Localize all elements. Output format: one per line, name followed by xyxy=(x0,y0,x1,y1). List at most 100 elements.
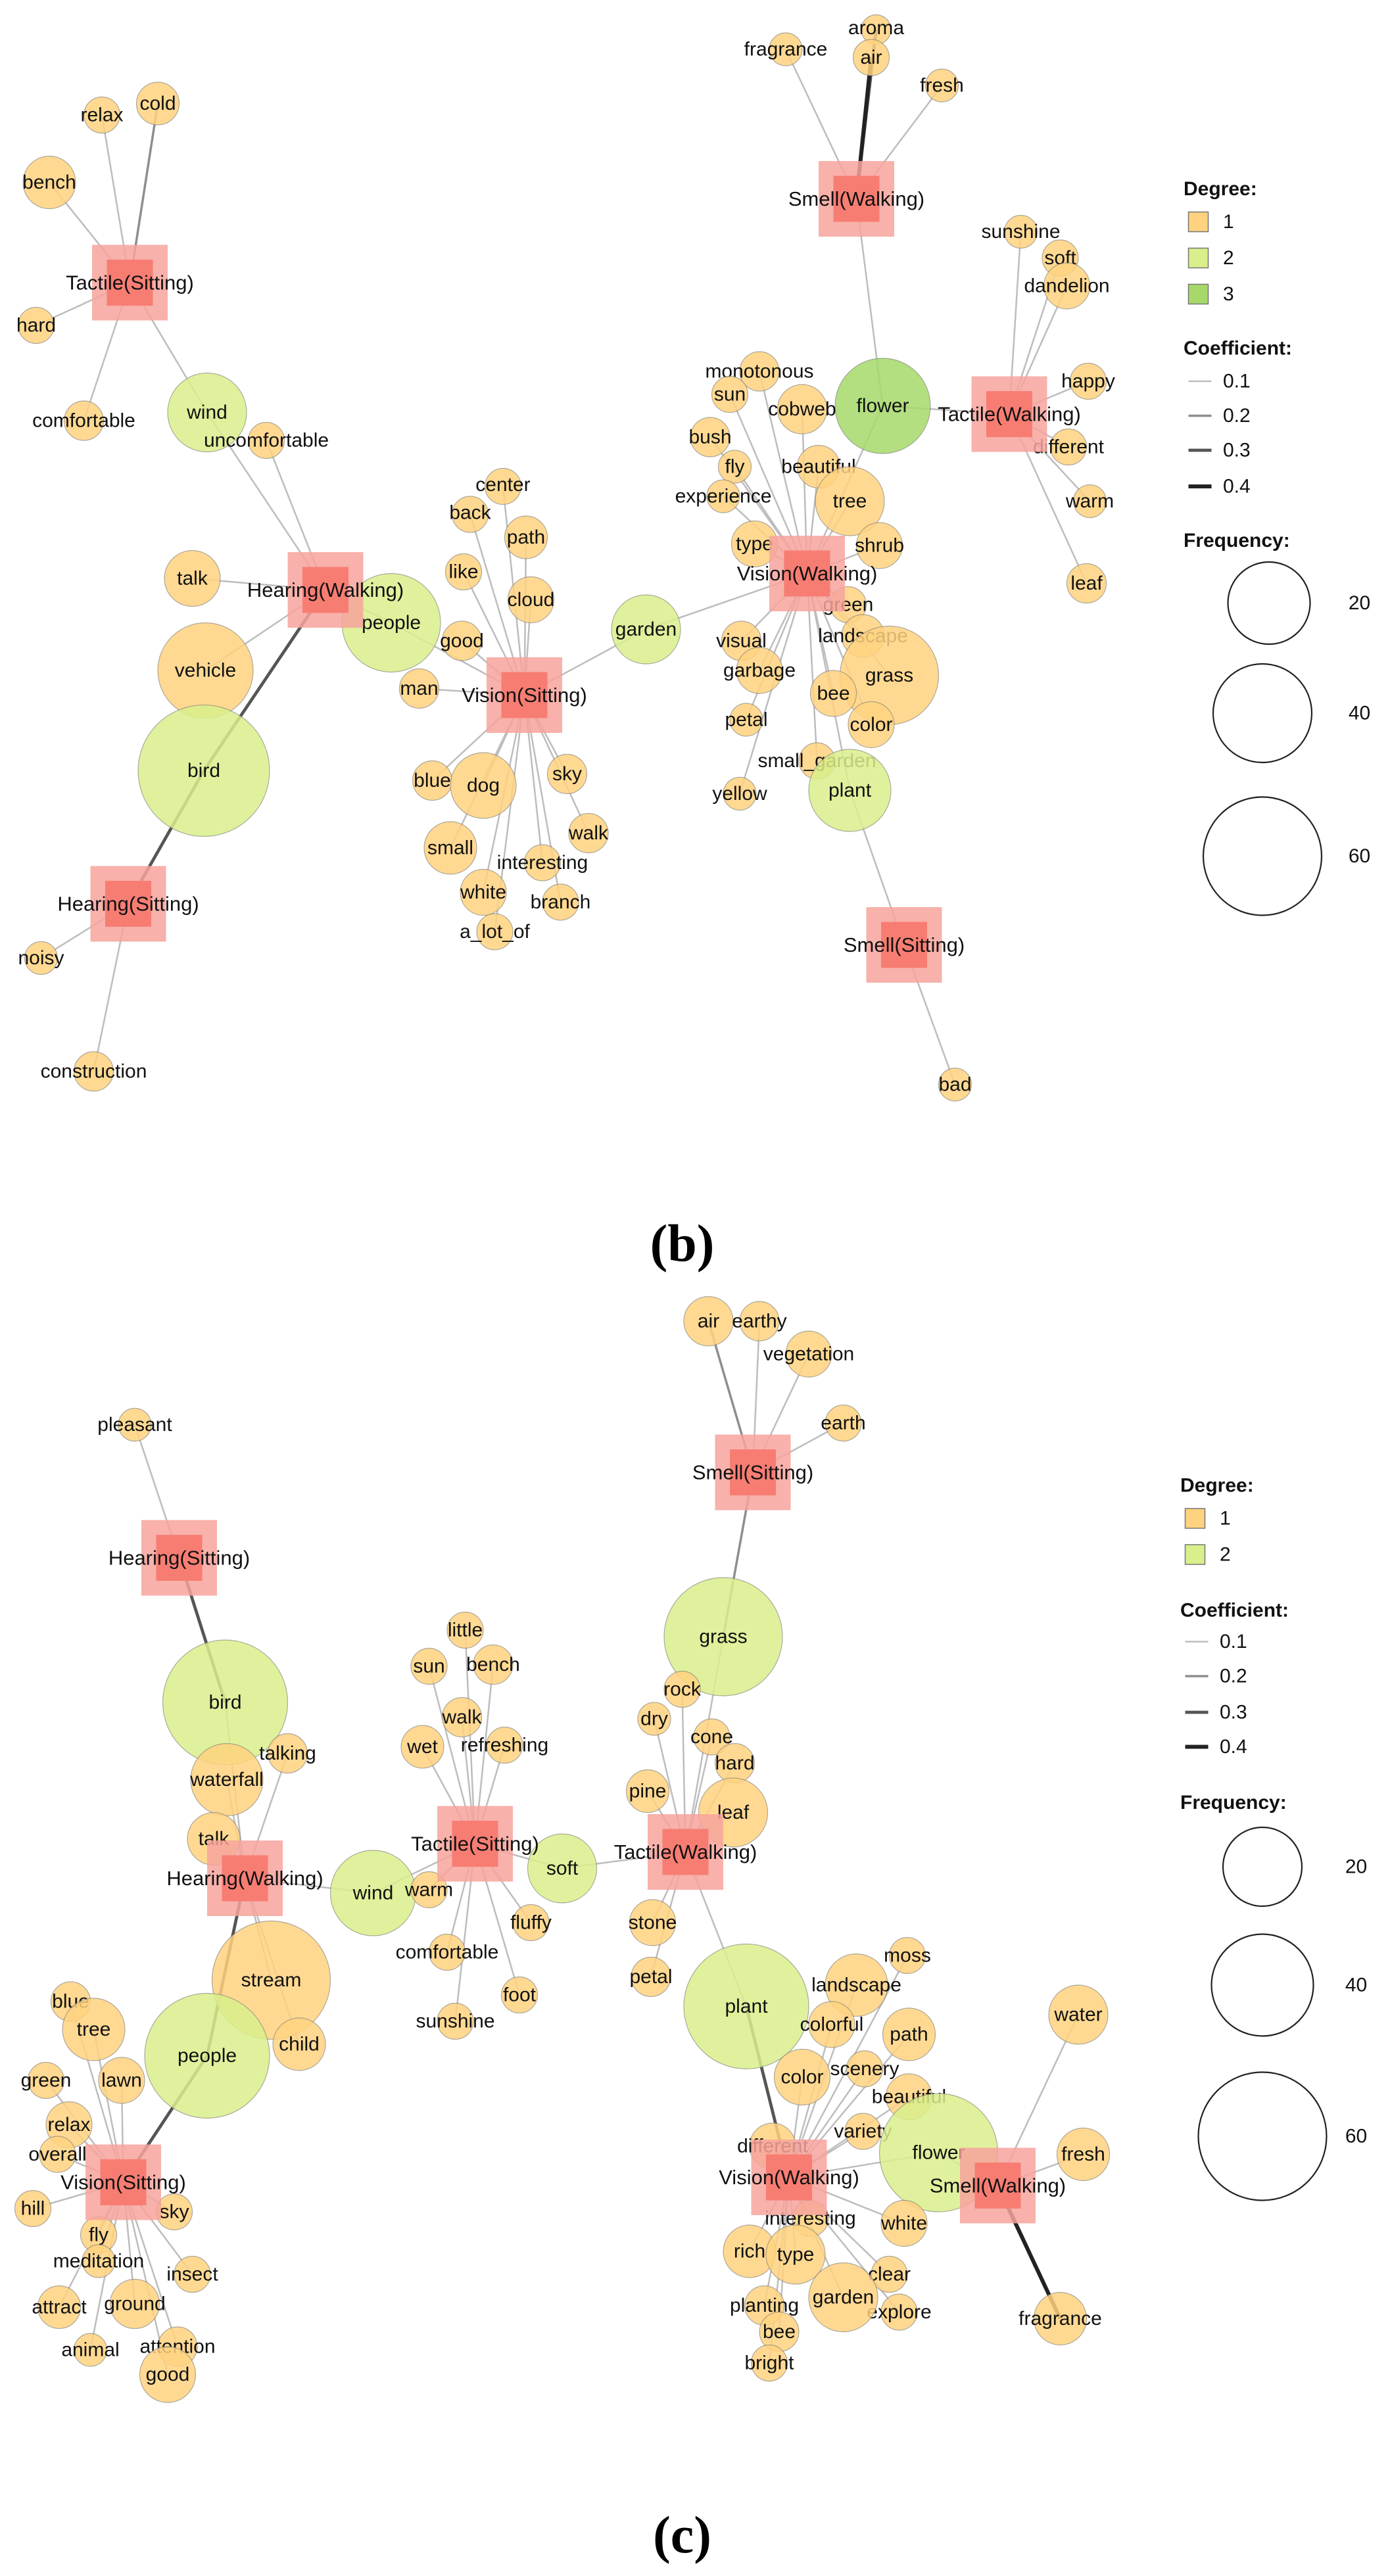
node-label: petal xyxy=(629,1966,672,1988)
node-label: small xyxy=(427,837,473,859)
node-pleasant: pleasant xyxy=(97,1407,172,1442)
node-circle xyxy=(739,351,780,392)
node-circle xyxy=(14,2190,52,2228)
node-circle xyxy=(24,941,59,975)
node-circle xyxy=(174,2255,211,2293)
node-label: plant xyxy=(828,780,872,801)
node-circle xyxy=(1003,214,1038,249)
category-square-inner xyxy=(100,2159,147,2205)
node-label: relax xyxy=(47,2114,90,2136)
node-experience: experience xyxy=(675,479,771,513)
node-circle xyxy=(834,358,931,454)
legend-degree-swatch xyxy=(1187,211,1209,233)
node-label: sun xyxy=(413,1656,444,1677)
node-label: meditation xyxy=(53,2251,144,2272)
category-label: Tactile(Sitting) xyxy=(66,271,194,294)
node-sun: sun xyxy=(410,1647,448,1685)
node-people: people xyxy=(144,1992,270,2119)
node-circle xyxy=(1069,362,1107,400)
node-refreshing: refreshing xyxy=(461,1726,548,1764)
node-circle xyxy=(683,1296,734,1347)
node-label: garden xyxy=(813,2287,874,2308)
node-bird: bird xyxy=(162,1639,289,1766)
node-circle xyxy=(428,1933,466,1971)
node-uncomfortable: uncomfortable xyxy=(204,421,329,459)
node-label: comfortable xyxy=(396,1942,499,1963)
node-label: interesting xyxy=(497,852,588,874)
category-hearing-sitting: Hearing(Sitting) xyxy=(108,1520,250,1596)
category-vision-walking: Vision(Walking) xyxy=(737,536,877,611)
node-circle xyxy=(1066,563,1107,604)
node-label: like xyxy=(448,561,478,583)
node-label: people xyxy=(178,2045,237,2067)
node-label: foot xyxy=(503,1984,537,2006)
node-grass: grass xyxy=(839,625,940,726)
node-circle xyxy=(773,2048,831,2106)
node-label: sky xyxy=(552,763,582,785)
node-circle xyxy=(27,2061,65,2099)
node-label: landscape xyxy=(811,1975,901,1996)
category-hearing-walking: Hearing(Walking) xyxy=(247,552,404,628)
node-man: man xyxy=(398,668,440,709)
node-circle xyxy=(63,400,105,441)
node-path: path xyxy=(882,2007,936,2061)
node-circle xyxy=(855,522,903,569)
node-label: child xyxy=(279,2034,320,2055)
node-circle xyxy=(441,621,483,661)
node-sunshine: sunshine xyxy=(416,2002,495,2040)
node-circle xyxy=(512,1904,550,1942)
node-label: garden xyxy=(615,619,677,640)
node-label: fluffy xyxy=(510,1912,552,1934)
node-label: bright xyxy=(744,2353,794,2374)
node-circle xyxy=(444,553,483,591)
node-label: insect xyxy=(166,2264,218,2285)
node-color: color xyxy=(773,2048,831,2106)
node-label: blue xyxy=(414,770,451,791)
node-type: type xyxy=(765,2224,826,2285)
panel-c-legend: Degree:12Coefficient:0.10.20.30.4Frequen… xyxy=(1180,1475,1367,2201)
node-label: grass xyxy=(865,665,913,686)
node-air: air xyxy=(852,39,890,76)
node-label: waterfall xyxy=(189,1769,264,1791)
legend-degree-swatch xyxy=(1184,1544,1206,1565)
node-blue: blue xyxy=(412,760,453,801)
node-circle xyxy=(852,39,890,76)
node-garbage: garbage xyxy=(723,647,796,694)
node-branch: branch xyxy=(531,883,590,921)
category-label: Vision(Sitting) xyxy=(462,684,587,707)
node-circle xyxy=(17,306,55,344)
node-circle xyxy=(848,701,895,749)
node-circle xyxy=(73,2333,108,2367)
node-label: cloud xyxy=(508,589,555,611)
node-label: yellow xyxy=(712,783,767,805)
node-garden: garden xyxy=(808,2262,878,2333)
node-label: garbage xyxy=(723,660,796,682)
node-label: a_lot_of xyxy=(460,921,530,943)
node-label: wind xyxy=(186,402,228,423)
node-circle xyxy=(1043,262,1091,310)
node-circle xyxy=(706,479,740,513)
node-circle xyxy=(167,372,247,453)
legend-degree-title: Degree: xyxy=(1184,178,1257,200)
node-label: fragrance xyxy=(1019,2308,1102,2330)
node-circle xyxy=(846,2050,884,2088)
node-label: refreshing xyxy=(461,1735,548,1756)
legend-frequency-label: 60 xyxy=(1349,845,1370,867)
node-bee: bee xyxy=(759,2311,800,2353)
category-square-inner xyxy=(662,1829,709,1875)
node-like: like xyxy=(444,553,483,591)
node-label: rich xyxy=(734,2241,765,2262)
node-label: air xyxy=(860,47,882,68)
category-vision-walking: Vision(Walking) xyxy=(719,2140,859,2215)
legend-coefficient-label: 0.2 xyxy=(1220,1666,1247,1687)
node-bee: bee xyxy=(809,670,857,717)
category-square-inner xyxy=(105,881,151,927)
node-label: hard xyxy=(16,315,56,337)
node-label: dog xyxy=(467,775,500,797)
node-cold: cold xyxy=(135,82,180,126)
category-square-inner xyxy=(881,922,927,968)
legend-degree-swatch xyxy=(1187,247,1209,269)
node-label: cold xyxy=(139,93,176,114)
node-a-lot-of: a_lot_of xyxy=(460,913,531,950)
legend-coefficient-title: Coefficient: xyxy=(1184,338,1292,360)
